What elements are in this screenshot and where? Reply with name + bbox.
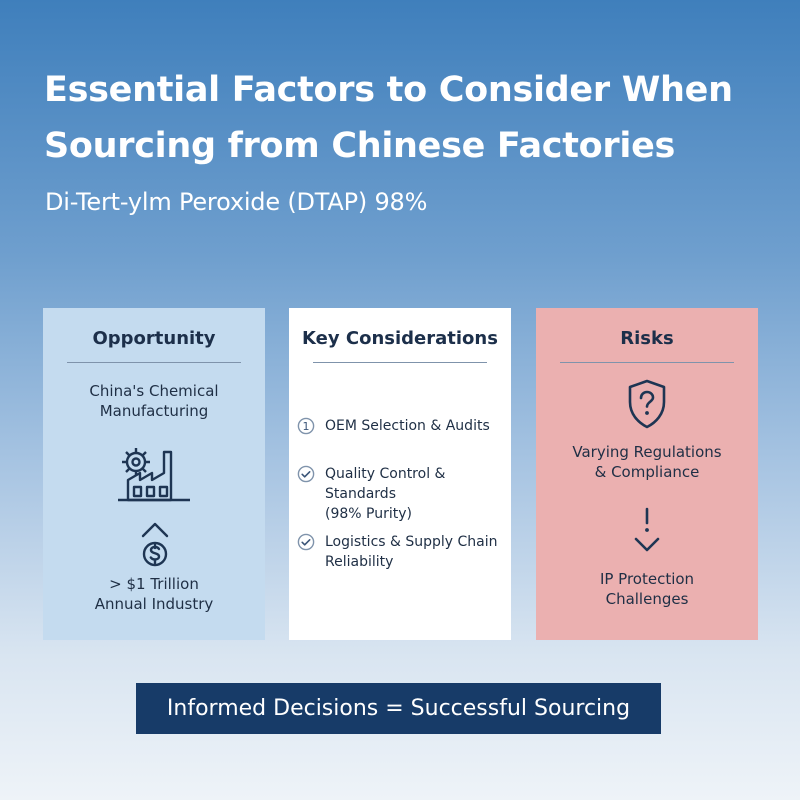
opportunity-heading: Opportunity: [92, 328, 216, 349]
risks-divider: [560, 362, 734, 363]
consideration-text-oem: OEM Selection & Audits: [325, 418, 490, 434]
svg-text:1: 1: [303, 420, 310, 433]
opportunity-text-manufacturing: China's Chemical Manufacturing: [89, 382, 219, 420]
page-title: Essential Factors to Consider When Sourc…: [44, 62, 764, 174]
shield-question-icon: [628, 379, 666, 429]
factory-gear-icon: [118, 448, 190, 502]
conclusion-banner: Informed Decisions = Successful Sourcing: [136, 683, 661, 734]
risks-card: Risks Varying Regulations & Compliance I…: [536, 308, 758, 640]
check-circle-icon: [297, 533, 315, 551]
check-circle-icon: [297, 465, 315, 483]
consideration-text-logistics: Logistics & Supply Chain Reliability: [325, 534, 498, 570]
consideration-text-quality: Quality Control & Standards (98% Purity): [325, 466, 446, 522]
risks-heading: Risks: [620, 328, 674, 349]
risks-text-ip: IP Protection Challenges: [599, 570, 695, 608]
page-subtitle: Di-Tert-ylm Peroxide (DTAP) 98%: [45, 188, 428, 216]
title-line-1: Essential Factors to Consider When: [44, 70, 733, 110]
opportunity-card: Opportunity China's Chemical Manufacturi…: [43, 308, 265, 640]
opportunity-text-industry: > $1 Trillion Annual Industry: [94, 575, 214, 613]
key-considerations-card: Key Considerations 1 OEM Selection & Aud…: [289, 308, 511, 640]
key-considerations-divider: [313, 362, 487, 363]
opportunity-divider: [67, 362, 241, 363]
key-considerations-heading: Key Considerations: [302, 328, 498, 349]
warning-arrow-down-icon: [634, 507, 660, 552]
risks-text-regulations: Varying Regulations & Compliance: [572, 443, 722, 481]
title-line-2: Sourcing from Chinese Factories: [44, 126, 676, 166]
number-one-icon: 1: [297, 417, 315, 435]
dollar-growth-icon: [141, 522, 169, 567]
